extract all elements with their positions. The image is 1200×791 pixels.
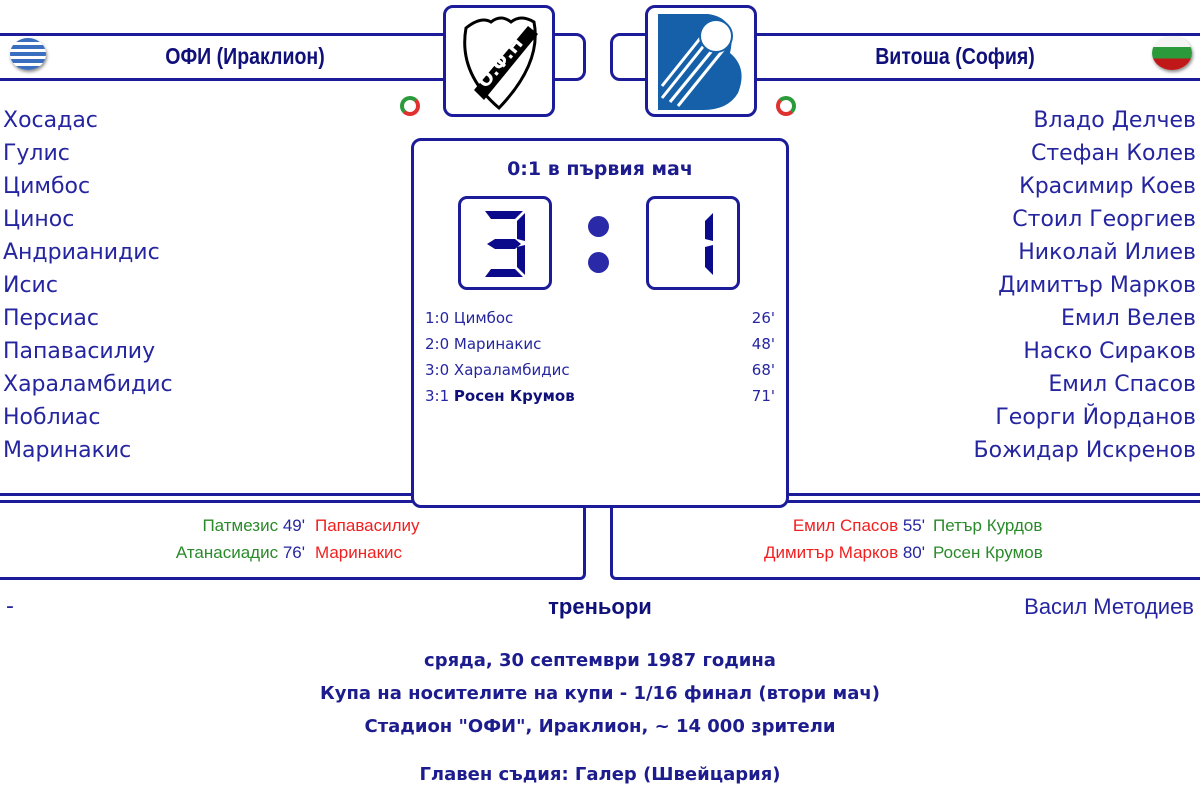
player-name[interactable]: Хосадас [3, 108, 98, 133]
digit-segment [705, 245, 713, 275]
ofi-crest-icon: Ο.Φ.Η [463, 16, 538, 111]
goal-info: 3:1 Росен Крумов [425, 387, 575, 405]
home-score-digit [458, 196, 552, 290]
sub-in-player[interactable]: Петър Курдов [933, 516, 1043, 535]
goal-scorer[interactable]: Хараламбидис [453, 361, 570, 379]
player-name[interactable]: Цимбос [3, 174, 91, 199]
player-name[interactable]: Персиас [3, 306, 100, 331]
player-name[interactable]: Божидар Искренов [973, 438, 1196, 463]
substitution-icon [400, 96, 420, 116]
home-score-display [485, 211, 525, 277]
digit-segment [705, 213, 713, 241]
score-colon-dot [588, 252, 609, 273]
goal-scorer[interactable]: Маринакис [453, 335, 542, 353]
digit-segment [517, 213, 525, 241]
player-name[interactable]: Маринакис [3, 438, 132, 463]
sub-minute: 76' [282, 543, 305, 562]
digit-segment [485, 269, 523, 277]
home-team-name[interactable]: ОФИ (Ираклион) [165, 43, 325, 69]
goal-minute: 68' [751, 361, 775, 379]
score-box [411, 138, 789, 508]
sub-minute: 55' [902, 516, 925, 535]
player-name[interactable]: Хараламбидис [3, 372, 173, 397]
away-score-digit [646, 196, 740, 290]
coaches-label: треньори [548, 594, 652, 619]
substitution-row: Патмезис 49' [202, 516, 305, 536]
home-team-logo: Ο.Φ.Η [443, 5, 555, 117]
goal-score: 3:1 [425, 387, 450, 405]
sub-minute: 49' [282, 516, 305, 535]
goal-minute: 71' [751, 387, 775, 405]
sub-in-player[interactable]: Росен Крумов [933, 543, 1043, 562]
sub-in-player[interactable]: Патмезис [202, 516, 279, 535]
sub-out-player[interactable]: Папавасилиу [315, 516, 420, 535]
player-name[interactable]: Владо Делчев [1033, 108, 1196, 133]
player-name[interactable]: Георги Йорданов [995, 405, 1196, 430]
match-date: сряда, 30 септември 1987 година [424, 650, 776, 671]
player-name[interactable]: Красимир Коев [1019, 174, 1196, 199]
goal-score: 1:0 [425, 309, 450, 327]
player-name[interactable]: Андрианидис [3, 240, 160, 265]
goal-info: 3:0 Хараламбидис [425, 361, 570, 379]
away-subs-panel [610, 500, 1200, 580]
player-name[interactable]: Исис [3, 273, 58, 298]
goal-minute: 48' [751, 335, 775, 353]
player-name[interactable]: Емил Велев [1060, 306, 1196, 331]
away-team-logo [645, 5, 757, 117]
goal-row: 1:0 Цимбос 26' [425, 309, 775, 327]
away-coach[interactable]: Васил Методиев [1024, 594, 1194, 619]
competition: Купа на носителите на купи - 1/16 финал … [320, 683, 880, 704]
digit-segment [487, 239, 521, 249]
player-name[interactable]: Ноблиас [3, 405, 101, 430]
away-team-name[interactable]: Витоша (София) [875, 43, 1035, 69]
goal-row: 3:1 Росен Крумов 71' [425, 387, 775, 405]
venue: Стадион "ОФИ", Ираклион, ~ 14 000 зрител… [364, 716, 836, 737]
player-name[interactable]: Гулис [3, 141, 70, 166]
home-subs-panel [0, 500, 586, 580]
player-name[interactable]: Димитър Марков [998, 273, 1196, 298]
substitution-row: Димитър Марков 80' [764, 543, 925, 563]
referee: Главен съдия: Галер (Швейцария) [419, 764, 781, 785]
goal-row: 3:0 Хараламбидис 68' [425, 361, 775, 379]
score-colon-dot [588, 216, 609, 237]
away-score-display [705, 213, 713, 275]
divider [785, 493, 1200, 496]
goal-info: 2:0 Маринакис [425, 335, 541, 353]
player-name[interactable]: Цинос [3, 207, 75, 232]
goal-scorer[interactable]: Росен Крумов [453, 387, 575, 405]
bulgaria-flag-icon [1152, 36, 1192, 70]
goal-scorer[interactable]: Цимбос [453, 309, 514, 327]
digit-segment [517, 245, 525, 275]
sub-out-player[interactable]: Димитър Марков [763, 543, 899, 562]
sub-out-player[interactable]: Емил Спасов [792, 516, 899, 535]
goal-score: 3:0 [425, 361, 450, 379]
goal-info: 1:0 Цимбос [425, 309, 513, 327]
goal-score: 2:0 [425, 335, 450, 353]
divider [0, 493, 415, 496]
digit-segment [485, 211, 523, 219]
home-coach: - [6, 594, 14, 619]
substitution-icon [776, 96, 796, 116]
goal-row: 2:0 Маринакис 48' [425, 335, 775, 353]
sub-in-player[interactable]: Атанасиадис [175, 543, 279, 562]
sub-minute: 80' [902, 543, 925, 562]
player-name[interactable]: Наско Сираков [1023, 339, 1196, 364]
vitosha-crest-icon [658, 14, 742, 110]
player-name[interactable]: Николай Илиев [1018, 240, 1196, 265]
player-name[interactable]: Стоил Георгиев [1012, 207, 1196, 232]
substitution-row: Емил Спасов 55' [793, 516, 925, 536]
player-name[interactable]: Емил Спасов [1048, 372, 1196, 397]
player-name[interactable]: Стефан Колев [1030, 141, 1196, 166]
first-leg-result: 0:1 в първия мач [507, 158, 693, 180]
player-name[interactable]: Папавасилиу [3, 339, 156, 364]
sub-out-player[interactable]: Маринакис [315, 543, 403, 562]
substitution-row: Атанасиадис 76' [176, 543, 305, 563]
goal-minute: 26' [751, 309, 775, 327]
greece-flag-icon [10, 38, 46, 70]
